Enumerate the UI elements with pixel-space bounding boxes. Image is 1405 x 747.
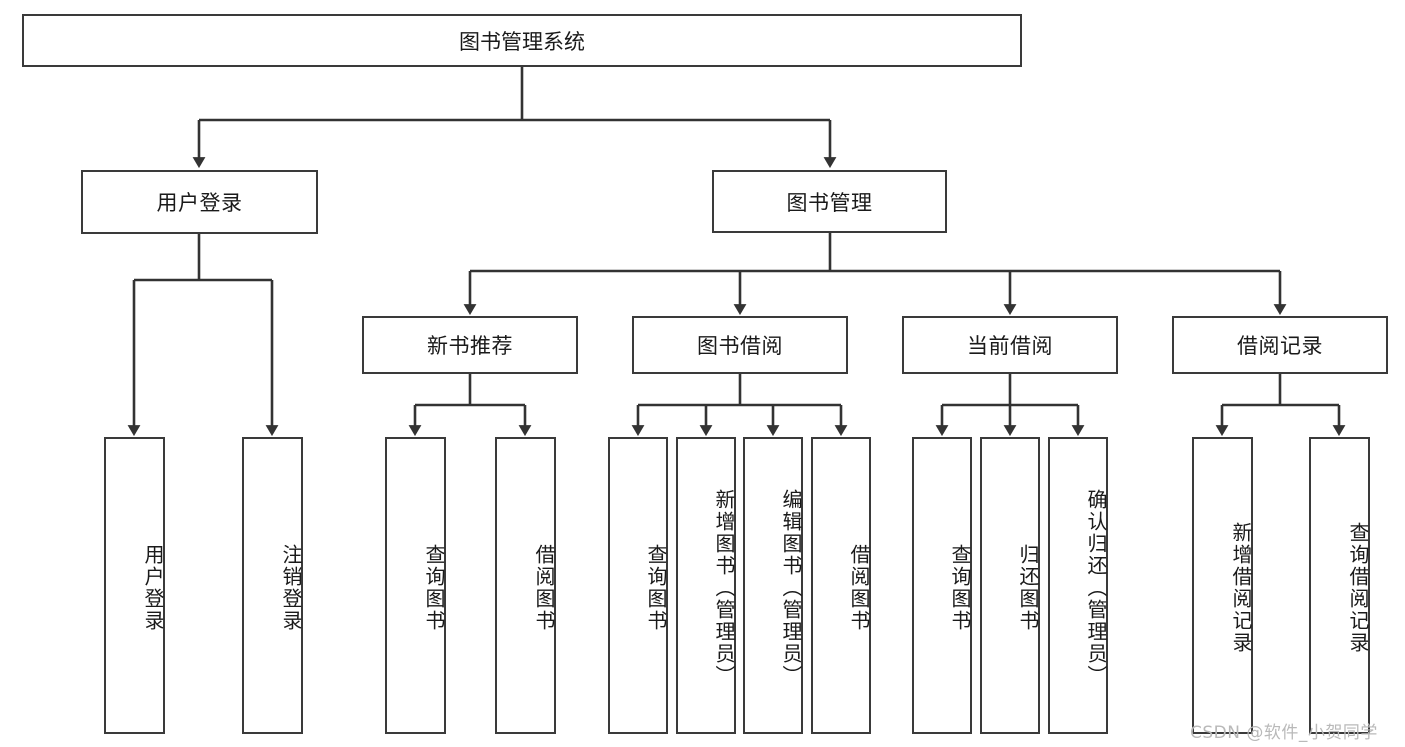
leaf-borrow-book-new[interactable]: 借阅图书 bbox=[495, 437, 556, 734]
node-label: 注销登录 bbox=[279, 543, 303, 632]
node-root-system[interactable]: 图书管理系统 bbox=[22, 14, 1022, 67]
node-label: 新增借阅记录 bbox=[1229, 521, 1253, 654]
leaf-user-login[interactable]: 用户登录 bbox=[104, 437, 165, 734]
leaf-add-book-admin[interactable]: 新增图书（管理员） bbox=[676, 437, 736, 734]
node-label: 查询图书 bbox=[948, 543, 972, 632]
node-new-book-recommend[interactable]: 新书推荐 bbox=[362, 316, 578, 374]
leaf-borrow-book[interactable]: 借阅图书 bbox=[811, 437, 871, 734]
node-label: 借阅记录 bbox=[1237, 334, 1323, 358]
node-book-borrow[interactable]: 图书借阅 bbox=[632, 316, 848, 374]
node-label: 编辑图书（管理员） bbox=[779, 488, 803, 687]
leaf-logout[interactable]: 注销登录 bbox=[242, 437, 303, 734]
leaf-query-book-borrow[interactable]: 查询图书 bbox=[608, 437, 668, 734]
node-user-login[interactable]: 用户登录 bbox=[81, 170, 318, 234]
leaf-query-book-new[interactable]: 查询图书 bbox=[385, 437, 446, 734]
node-label: 图书管理 bbox=[786, 190, 873, 215]
node-label: 用户登录 bbox=[141, 543, 165, 632]
node-book-management[interactable]: 图书管理 bbox=[712, 170, 947, 233]
node-label: 用户登录 bbox=[156, 191, 243, 215]
node-label: 借阅图书 bbox=[847, 543, 871, 632]
csdn-watermark: CSDN @软件_小贺同学 bbox=[1190, 723, 1378, 743]
leaf-query-borrow-record[interactable]: 查询借阅记录 bbox=[1309, 437, 1370, 734]
node-label: 图书借阅 bbox=[697, 334, 783, 358]
node-label: 图书管理系统 bbox=[459, 29, 585, 54]
node-borrow-records[interactable]: 借阅记录 bbox=[1172, 316, 1388, 374]
leaf-edit-book-admin[interactable]: 编辑图书（管理员） bbox=[743, 437, 803, 734]
node-current-borrow[interactable]: 当前借阅 bbox=[902, 316, 1118, 374]
node-label: 新书推荐 bbox=[427, 334, 513, 358]
node-label: 归还图书 bbox=[1016, 543, 1040, 632]
node-label: 新增图书（管理员） bbox=[712, 488, 736, 687]
leaf-confirm-return-admin[interactable]: 确认归还（管理员） bbox=[1048, 437, 1108, 734]
node-label: 确认归还（管理员） bbox=[1084, 488, 1108, 687]
leaf-query-book-current[interactable]: 查询图书 bbox=[912, 437, 972, 734]
node-label: 查询图书 bbox=[422, 543, 446, 632]
node-label: 借阅图书 bbox=[532, 543, 556, 632]
leaf-return-book[interactable]: 归还图书 bbox=[980, 437, 1040, 734]
node-label: 查询借阅记录 bbox=[1346, 521, 1370, 654]
node-label: 查询图书 bbox=[644, 543, 668, 632]
node-label: 当前借阅 bbox=[967, 334, 1053, 358]
leaf-add-borrow-record[interactable]: 新增借阅记录 bbox=[1192, 437, 1253, 734]
